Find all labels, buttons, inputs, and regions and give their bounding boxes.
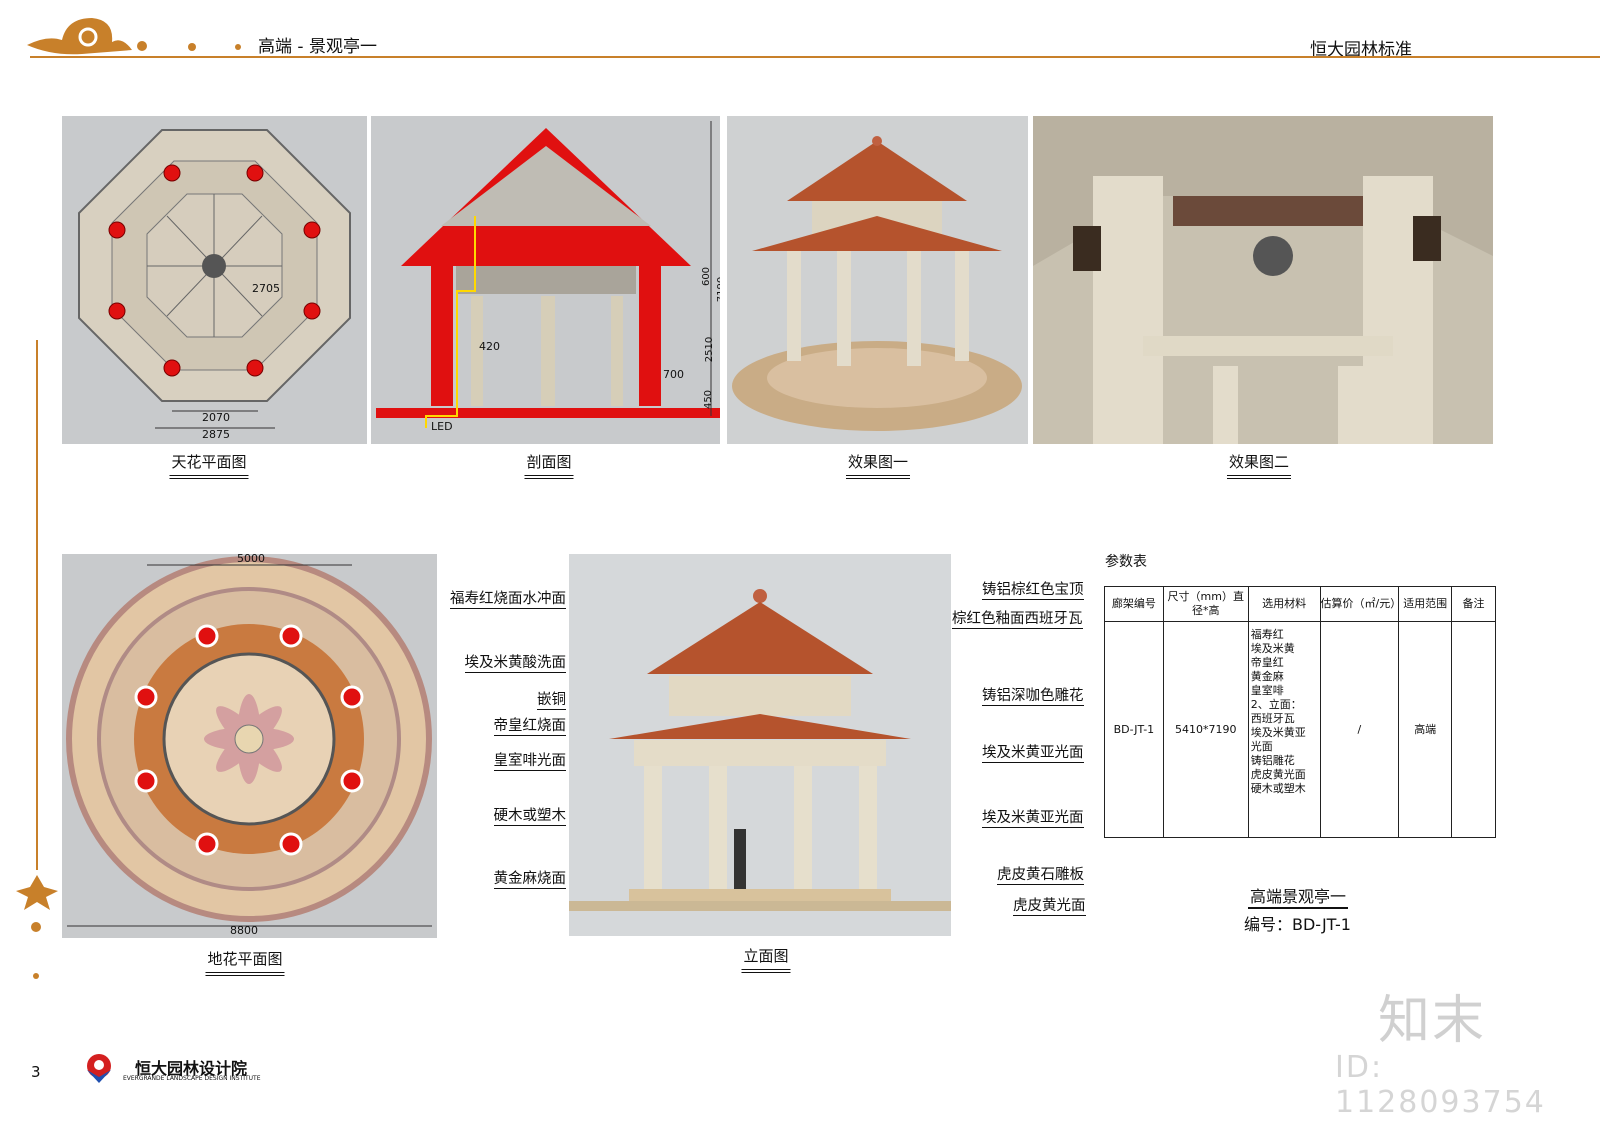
flower-ornament-icon [16,875,58,910]
floor-label: 埃及米黄酸洗面 [464,655,566,673]
brand-title: 恒大园林标准 [1310,40,1412,60]
render-view-2 [1033,116,1493,444]
elevation-label: 虎皮黄石雕板 [997,867,1084,885]
section-drawing: 600 7190 2510 450 420 700 LED [371,116,720,444]
params-table: 廊架编号 尺寸（mm）直径*高 选用材料 估算价（㎡/元） 适用范围 备注 BD… [1104,586,1496,838]
ornament-dot [31,922,41,932]
caption-elevation: 立面图 [741,945,791,973]
floor-label: 皇室啡光面 [493,753,566,771]
watermark-id: ID: 1128093754 [1335,1050,1546,1120]
caption-floor-plan: 地花平面图 [205,948,285,976]
floor-label: 黄金麻烧面 [493,871,566,889]
page-number: 3 [31,1063,41,1081]
floor-plan-drawing: 5000 8800 [62,554,437,938]
ceiling-plan-drawing: 2705 2070 2875 [62,116,367,444]
floor-label: 福寿红烧面水冲面 [450,591,566,609]
floor-label: 嵌铜 [537,692,566,710]
header-divider [30,56,1600,58]
page-title: 高端 - 景观亭一 [258,37,377,57]
elevation-label: 棕红色釉面西班牙瓦 [952,611,1083,629]
elevation-label: 埃及米黄亚光面 [982,810,1084,828]
company-name: 恒大园林设计院 [135,1059,248,1078]
watermark-logo: 知末 [1378,991,1487,1051]
caption-render-1: 效果图一 [845,451,911,479]
render-view-1 [727,116,1028,444]
floor-label: 硬木或塑木 [493,808,566,826]
side-ornament-line [36,340,38,870]
brand-logo [27,18,241,55]
caption-render-2: 效果图二 [1226,451,1292,479]
ornament-dot [33,973,39,979]
caption-ceiling-plan: 天花平面图 [169,451,249,479]
summary-code: 编号：BD-JT-1 [1244,915,1351,934]
elevation-label: 虎皮黄光面 [1013,898,1086,916]
caption-section: 剖面图 [524,451,574,479]
elevation-label: 铸铝棕红色宝顶 [982,582,1084,600]
floor-label: 帝皇红烧面 [493,718,566,736]
summary-name: 高端景观亭一 [1248,883,1349,909]
params-title: 参数表 [1105,554,1147,570]
elevation-label: 埃及米黄亚光面 [982,745,1084,763]
company-name-en: EVERGRANDE LANDSCAPE DESIGN INSTITUTE [123,1075,261,1082]
elevation-drawing [569,554,951,936]
elevation-label: 铸铝深咖色雕花 [982,688,1084,706]
company-logo-icon [87,1054,111,1083]
